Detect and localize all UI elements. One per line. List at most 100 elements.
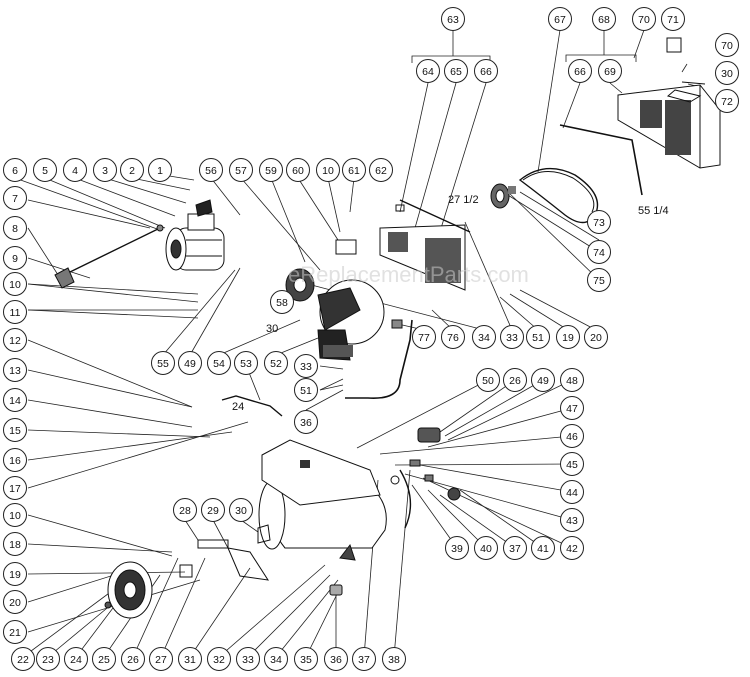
callout-circle	[259, 158, 283, 182]
callout-circle	[715, 33, 739, 57]
callout-c9: 9	[3, 246, 27, 270]
callout-number: 37	[358, 654, 370, 666]
callout-circle	[63, 158, 87, 182]
pump-head	[317, 279, 385, 361]
callout-number: 76	[447, 332, 459, 344]
callout-c19b: 19	[3, 562, 27, 586]
callout-number: 73	[593, 217, 605, 229]
callout-c1: 1	[148, 158, 172, 182]
callout-b34: 34	[264, 647, 288, 671]
callout-number: 67	[554, 14, 566, 26]
callout-number: 45	[566, 459, 578, 471]
callout-circle	[598, 59, 622, 83]
callout-number: 66	[480, 66, 492, 78]
callout-number: 22	[17, 654, 29, 666]
callout-c56: 56	[199, 158, 223, 182]
callout-circle	[560, 396, 584, 420]
callout-circle	[445, 536, 469, 560]
callout-circle	[294, 354, 318, 378]
callout-c18: 18	[3, 532, 27, 556]
dimension-55-quarter: 55 1/4	[638, 205, 669, 217]
callout-number: 77	[418, 332, 430, 344]
callout-circle	[3, 562, 27, 586]
callout-number: 36	[300, 417, 312, 429]
callout-number: 62	[375, 165, 387, 177]
callout-b36: 36	[324, 647, 348, 671]
callout-c67: 67	[548, 7, 572, 31]
callout-number: 2	[129, 165, 135, 177]
rod-27-half	[399, 199, 471, 233]
label-plates	[197, 524, 271, 581]
cord-plug	[54, 267, 75, 289]
callout-number: 5	[42, 165, 48, 177]
callout-circle	[3, 328, 27, 352]
belt-guard-part-71	[666, 37, 682, 53]
callout-circle	[3, 418, 27, 442]
callout-number: 70	[721, 40, 733, 52]
callout-number: 14	[9, 395, 21, 407]
callout-circle	[201, 498, 225, 522]
callout-c40: 40	[474, 536, 498, 560]
motor	[165, 199, 225, 271]
leader-lines	[14, 29, 701, 658]
callout-circle	[199, 158, 223, 182]
callout-c3: 3	[93, 158, 117, 182]
callout-b25: 25	[92, 647, 116, 671]
callout-c7: 7	[3, 186, 27, 210]
callout-b22: 22	[11, 647, 35, 671]
callout-circle	[294, 647, 318, 671]
callout-circle	[556, 325, 580, 349]
callout-c58: 58	[270, 290, 294, 314]
callout-number: 15	[9, 425, 21, 437]
callout-c29: 29	[201, 498, 225, 522]
callout-circle	[3, 246, 27, 270]
guard-rod	[559, 124, 643, 196]
callout-number: 72	[721, 96, 733, 108]
callout-c13: 13	[3, 358, 27, 382]
callout-number: 10	[9, 279, 21, 291]
callout-number: 6	[12, 165, 18, 177]
callout-circle	[715, 89, 739, 113]
callout-circle	[3, 476, 27, 500]
callout-number: 42	[566, 543, 578, 555]
callout-number: 20	[9, 597, 21, 609]
callout-c33b: 33	[294, 354, 318, 378]
callout-number: 19	[562, 332, 574, 344]
callout-b26: 26	[121, 647, 145, 671]
callout-b23: 23	[36, 647, 60, 671]
callout-c26a: 26	[503, 368, 527, 392]
callout-c2: 2	[120, 158, 144, 182]
callout-circle	[3, 300, 27, 324]
callout-c8: 8	[3, 216, 27, 240]
callout-c30a: 30	[715, 61, 739, 85]
callout-number: 71	[667, 14, 679, 26]
callout-number: 36	[330, 654, 342, 666]
callout-number: 17	[9, 483, 21, 495]
fan	[285, 268, 315, 302]
callout-c48: 48	[560, 368, 584, 392]
callout-c75: 75	[587, 268, 611, 292]
callout-c28: 28	[173, 498, 197, 522]
callout-c39: 39	[445, 536, 469, 560]
callout-c72: 72	[715, 89, 739, 113]
callout-number: 31	[184, 654, 196, 666]
callout-circle	[178, 351, 202, 375]
callout-number: 18	[9, 539, 21, 551]
callout-c66b: 66	[568, 59, 592, 83]
callout-c33a: 33	[500, 325, 524, 349]
callout-number: 49	[537, 375, 549, 387]
callout-c36a: 36	[294, 410, 318, 434]
callout-number: 49	[184, 358, 196, 370]
callout-circle	[264, 647, 288, 671]
callout-number: 33	[242, 654, 254, 666]
callout-circle	[3, 158, 27, 182]
callout-number: 63	[447, 14, 459, 26]
belt-guard-part-72	[666, 81, 706, 103]
callout-number: 10	[9, 510, 21, 522]
callout-c62: 62	[369, 158, 393, 182]
callout-c60: 60	[286, 158, 310, 182]
callout-circle	[3, 388, 27, 412]
callout-b33: 33	[236, 647, 260, 671]
callout-number: 10	[322, 165, 334, 177]
